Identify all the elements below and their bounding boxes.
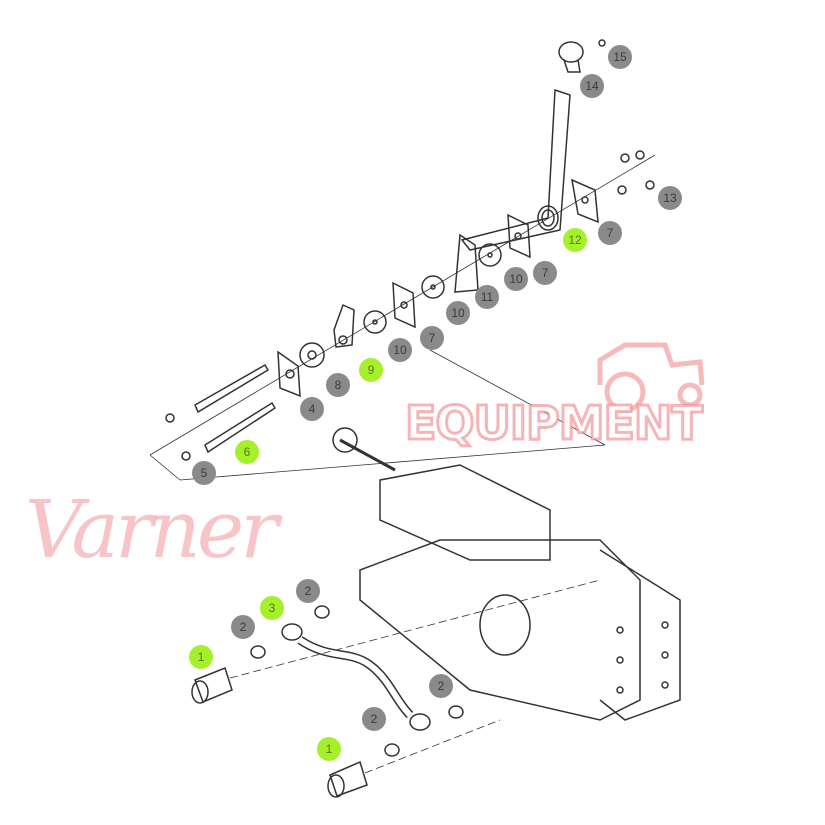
- callout-7[interactable]: 7: [420, 326, 444, 350]
- callout-7[interactable]: 7: [598, 221, 622, 245]
- watermark-block: EQUIPMENT: [404, 396, 705, 450]
- watermark-script: Varner: [25, 483, 278, 576]
- callout-15[interactable]: 15: [608, 45, 632, 69]
- callout-6[interactable]: 6: [235, 440, 259, 464]
- callout-1[interactable]: 1: [317, 737, 341, 761]
- plates-and-washers: [277, 150, 655, 398]
- callout-7[interactable]: 7: [533, 261, 557, 285]
- studs: [165, 363, 277, 461]
- callout-8[interactable]: 8: [326, 373, 350, 397]
- callout-9[interactable]: 9: [359, 358, 383, 382]
- callout-4[interactable]: 4: [300, 397, 324, 421]
- callout-10[interactable]: 10: [504, 267, 528, 291]
- callout-11[interactable]: 11: [475, 285, 499, 309]
- pipe-and-fittings: [191, 579, 601, 798]
- callout-12[interactable]: 12: [563, 228, 587, 252]
- callout-10[interactable]: 10: [388, 338, 412, 362]
- callout-5[interactable]: 5: [192, 461, 216, 485]
- callout-2[interactable]: 2: [231, 615, 255, 639]
- tractor-logo: [597, 342, 705, 413]
- callout-10[interactable]: 10: [446, 301, 470, 325]
- callout-2[interactable]: 2: [362, 707, 386, 731]
- callout-1[interactable]: 1: [189, 645, 213, 669]
- callout-3[interactable]: 3: [260, 596, 284, 620]
- valve-body: [332, 427, 681, 721]
- callout-14[interactable]: 14: [580, 74, 604, 98]
- callout-2[interactable]: 2: [429, 674, 453, 698]
- callout-13[interactable]: 13: [658, 186, 682, 210]
- callout-2[interactable]: 2: [296, 579, 320, 603]
